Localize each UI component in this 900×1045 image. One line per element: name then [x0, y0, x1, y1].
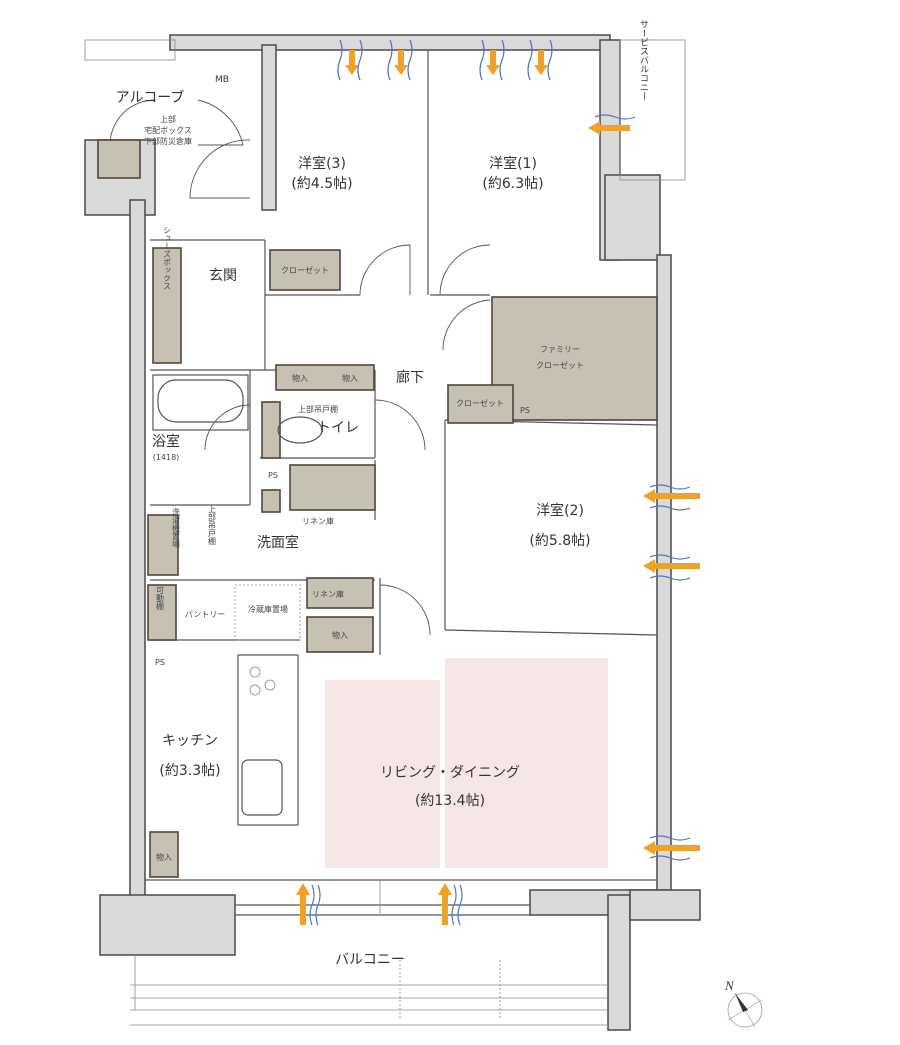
label-fridge: 冷蔵庫置場 [248, 604, 288, 614]
label-upper-cabinet-v: 上部吊戸棚 [208, 505, 217, 546]
label-toilet: トイレ [317, 420, 359, 436]
label-movable-shelf: 可動棚 [156, 586, 165, 611]
label-shoes-box: シューズボックス [163, 226, 172, 290]
label-kitchen-size: (約3.3帖) [159, 763, 220, 779]
label-linen: リネン庫 [302, 516, 334, 526]
closets [97, 139, 658, 878]
label-washroom: 洗面室 [257, 534, 299, 551]
label-living-size: (約13.4帖) [415, 793, 485, 809]
label-delivery-1: 上部 [160, 114, 176, 124]
compass-needle-icon [735, 993, 748, 1012]
label-storage-4: 物入 [156, 852, 172, 862]
label-ps-2: PS [268, 471, 278, 480]
label-linen-storage: リネン庫 [312, 589, 344, 599]
label-closet-3: クローゼット [281, 265, 329, 275]
label-western1-name: 洋室(1) [489, 155, 537, 172]
living-highlight-right [445, 658, 608, 868]
compass-label: N [724, 978, 735, 993]
label-ps-1: PS [520, 406, 530, 415]
doors [109, 99, 491, 636]
label-kitchen-name: キッチン [162, 733, 218, 749]
label-ps-3: PS [155, 658, 165, 667]
label-pantry: パントリー [185, 610, 225, 619]
label-family-closet-2: クローゼット [536, 360, 584, 370]
label-mb: MB [215, 75, 229, 85]
label-family-closet-1: ファミリー [540, 345, 580, 354]
room-labels: アルコーブ MB 上部 宅配ボックス 下部防災倉庫 洋室(3) (約4.5帖) … [116, 19, 649, 968]
label-storage-2: 物入 [342, 373, 358, 383]
label-bath-size: (1418) [153, 453, 180, 462]
label-hallway: 廊下 [396, 369, 424, 386]
label-delivery-3: 下部防災倉庫 [144, 136, 192, 146]
ventilation-arrows [296, 39, 700, 926]
label-closet-2: クローゼット [456, 398, 504, 408]
label-storage-1: 物入 [292, 373, 308, 383]
label-western2-name: 洋室(2) [536, 502, 584, 519]
walls [84, 34, 701, 1031]
label-western2-size: (約5.8帖) [529, 533, 590, 549]
living-highlight-left [325, 680, 440, 868]
label-service-balcony: サービスバルコニー [638, 19, 649, 100]
label-delivery-2: 宅配ボックス [144, 125, 192, 135]
label-entrance: 玄関 [209, 267, 237, 284]
label-bath-name: 浴室 [152, 433, 180, 450]
label-storage-3: 物入 [332, 630, 348, 640]
label-living-name: リビング・ダイニング [380, 765, 520, 781]
fixtures [152, 374, 323, 826]
compass: N [724, 978, 763, 1028]
label-western3-name: 洋室(3) [298, 155, 346, 172]
label-balcony: バルコニー [335, 952, 405, 968]
label-upper-cabinet: 上部吊戸棚 [298, 404, 338, 414]
label-alcove: アルコーブ [116, 89, 185, 106]
label-western1-size: (約6.3帖) [482, 176, 543, 192]
label-washer: 洗濯機置場 [172, 507, 181, 549]
label-western3-size: (約4.5帖) [291, 176, 352, 192]
